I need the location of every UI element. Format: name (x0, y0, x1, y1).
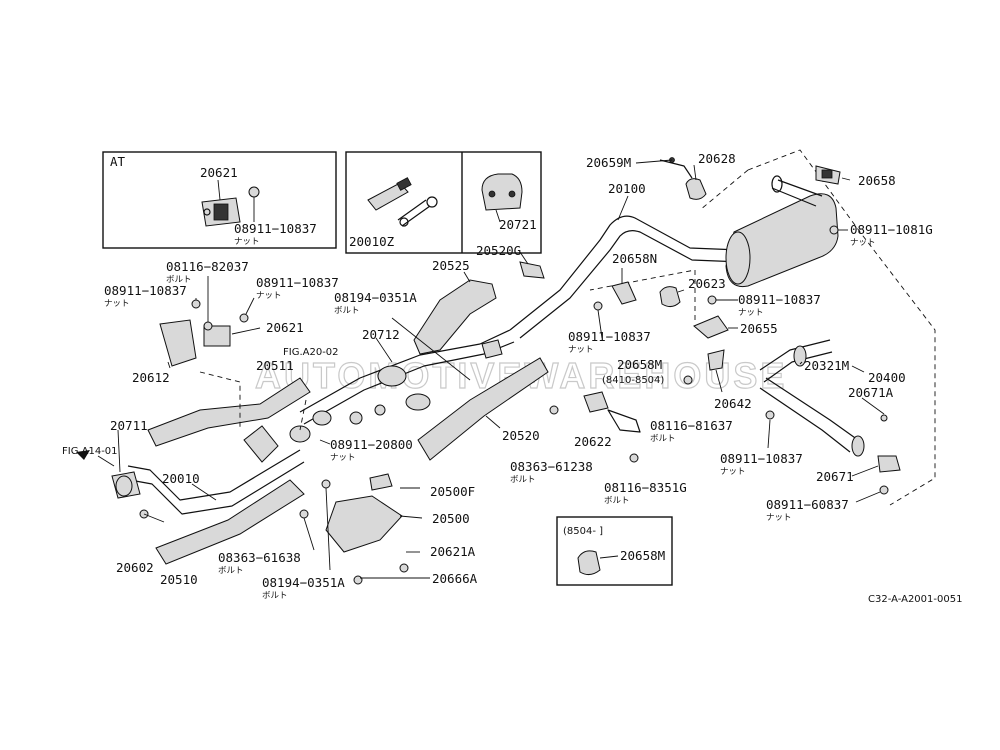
label-20621: 20621 (266, 320, 304, 335)
sub-08116-82037: ボルト (166, 275, 192, 285)
sub-08911-10837-e: ナット (720, 467, 746, 477)
label-20666a: 20666A (432, 571, 478, 586)
label-20100: 20100 (608, 181, 646, 196)
label-20658n: 20658N (612, 251, 657, 266)
center-pipe-assembly (299, 251, 549, 461)
label-08116-82037: 08116−82037 (166, 259, 249, 274)
label-08363-61638: 08363−61638 (218, 550, 301, 565)
label-08116-81637: 08116−81637 (650, 418, 733, 433)
inset-at: AT 20621 08911−10837 ナット (102, 151, 337, 249)
label-08911-10837-d: 08911−10837 (568, 329, 651, 344)
label-20671: 20671 (816, 469, 854, 484)
sub-08911-20800: ナット (330, 453, 356, 463)
sub-08911-1081g: ナット (850, 238, 876, 248)
sub-08194-0351a-b: ボルト (262, 591, 288, 601)
label-20711: 20711 (110, 418, 148, 433)
arrow-icon (76, 450, 90, 460)
sub-08116-81637: ボルト (650, 434, 676, 444)
sub-08911-10837-b: ナット (256, 291, 282, 301)
label-20658m-inset: 20658M (620, 548, 665, 563)
part-labels: 20659M 20628 20658 20100 08911−1081G ナット… (62, 151, 933, 601)
label-20671a: 20671A (848, 385, 894, 400)
label-20659m: 20659M (586, 155, 631, 170)
label-20010: 20010 (162, 471, 200, 486)
sub-08194-0351a: ボルト (334, 306, 360, 316)
label-08911-10837-e: 08911−10837 (720, 451, 803, 466)
sub-08116-8351g: ボルト (604, 496, 630, 506)
label-20612: 20612 (132, 370, 170, 385)
label-20010z: 20010Z (349, 234, 395, 249)
label-8410-8504: (8410-8504) (602, 375, 664, 386)
label-08911-1081g: 08911−1081G (850, 222, 933, 237)
label-20655: 20655 (740, 321, 778, 336)
sub-08911-10837-d: ナット (568, 345, 594, 355)
label-08194-0351a-b: 08194−0351A (262, 575, 345, 590)
label-20721: 20721 (499, 217, 537, 232)
sub-nut-at: ナット (234, 237, 260, 247)
label-fig-a14-01: FIG.A14-01 (62, 446, 118, 457)
mount-bracket-at-drawing (201, 179, 260, 227)
label-20621-at: 20621 (200, 165, 238, 180)
label-20500f: 20500F (430, 484, 475, 499)
label-20712: 20712 (362, 327, 400, 342)
label-08911-10837-b: 08911−10837 (256, 275, 339, 290)
sub-08911-60837: ナット (766, 513, 792, 523)
inset-at-title: AT (110, 154, 126, 169)
label-20642: 20642 (714, 396, 752, 411)
label-08911-20800: 08911−20800 (330, 437, 413, 452)
label-20621a: 20621A (430, 544, 476, 559)
label-08363-61238: 08363−61238 (510, 459, 593, 474)
sub-08363-61638: ボルト (218, 566, 244, 576)
label-20400: 20400 (868, 370, 906, 385)
front-pipe-assembly (76, 276, 430, 585)
label-20321m: 20321M (804, 358, 849, 373)
label-08911-10837-c: 08911−10837 (738, 292, 821, 307)
label-08911-10837-a: 08911−10837 (104, 283, 187, 298)
label-20623: 20623 (688, 276, 726, 291)
label-20628: 20628 (698, 151, 736, 166)
reference-code: C32-A-A2001-0051 (868, 594, 962, 605)
label-20658m: 20658M (617, 357, 662, 372)
label-20520g: 20520G (476, 243, 521, 258)
label-fig-a20-02: FIG.A20-02 (283, 347, 339, 358)
inset-8504: (8504- ] 20658M (556, 516, 673, 586)
sub-08911-10837-a: ナット (104, 299, 130, 309)
label-20500: 20500 (432, 511, 470, 526)
inset-kit: 20010Z 20721 (345, 151, 542, 254)
label-20658: 20658 (858, 173, 896, 188)
label-08911-60837: 08911−60837 (766, 497, 849, 512)
label-20602: 20602 (116, 560, 154, 575)
label-20510: 20510 (160, 572, 198, 587)
label-20511: 20511 (256, 358, 294, 373)
label-20520: 20520 (502, 428, 540, 443)
inset-8504-range: (8504- ] (563, 526, 603, 537)
label-20525: 20525 (432, 258, 470, 273)
hanger-rubber-drawing (577, 550, 601, 576)
label-20622: 20622 (574, 434, 612, 449)
sub-08911-10837-c: ナット (738, 308, 764, 318)
label-08194-0351a: 08194−0351A (334, 290, 417, 305)
label-08911-10837-at: 08911−10837 (234, 221, 317, 236)
label-08116-8351g: 08116−8351G (604, 480, 687, 495)
kit-rubber-drawing (481, 173, 523, 223)
rear-muffler-assembly (509, 149, 936, 506)
sub-08363-61238: ボルト (510, 475, 536, 485)
kit-tube-drawing (367, 177, 438, 227)
